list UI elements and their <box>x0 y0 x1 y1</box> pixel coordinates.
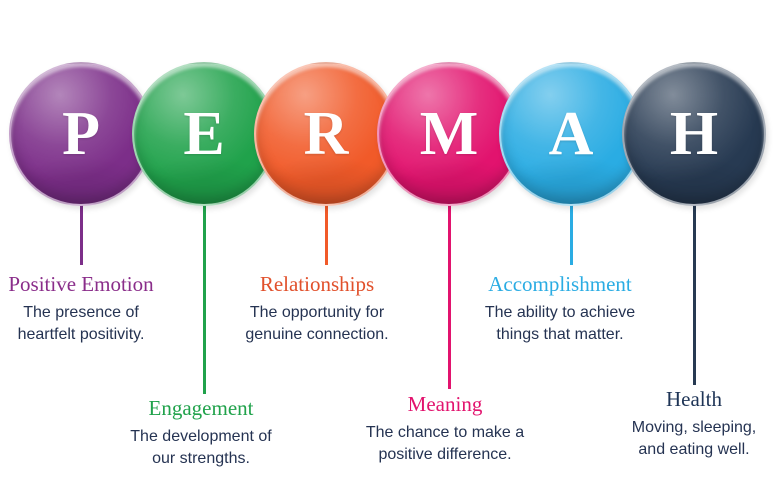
label-block-engagement: Engagement The development of our streng… <box>96 396 306 470</box>
circle-letter: E <box>183 100 225 168</box>
description-line-1: The chance to make a <box>365 424 525 442</box>
description-line-1: The development of <box>130 428 272 446</box>
letter-circle-p: P <box>9 62 153 206</box>
item-heading: Health <box>666 387 722 411</box>
connector-line <box>569 198 573 265</box>
description-line-1: The ability to achieve <box>484 304 636 322</box>
circle-letter: P <box>62 100 100 168</box>
connector-line <box>324 198 328 265</box>
item-heading: Meaning <box>407 392 483 416</box>
letter-circle-r: R <box>254 62 398 206</box>
connector-line <box>447 198 451 389</box>
item-heading: Engagement <box>148 396 254 420</box>
description-line-2: and eating well. <box>638 441 750 459</box>
description-line-2: our strengths. <box>152 450 250 468</box>
description-line-1: Moving, sleeping, <box>631 419 757 437</box>
description-line-2: positive difference. <box>378 446 512 464</box>
item-description: The presence of heartfelt positivity. <box>0 302 181 346</box>
description-line-2: things that matter. <box>496 326 624 344</box>
label-block-health: Health Moving, sleeping, and eating well… <box>584 387 782 461</box>
circle-letter: A <box>548 100 594 168</box>
item-description: The ability to achieve things that matte… <box>445 302 675 346</box>
circle-letter: R <box>303 100 349 168</box>
label-block-positive-emotion: Positive Emotion The presence of heartfe… <box>0 272 181 346</box>
connector-line <box>692 198 696 385</box>
connector-line <box>202 198 206 394</box>
letter-circle-h: H <box>622 62 766 206</box>
description-line-2: genuine connection. <box>245 326 389 344</box>
item-description: Moving, sleeping, and eating well. <box>584 417 782 461</box>
circle-letter: H <box>669 100 719 168</box>
label-block-relationships: Relationships The opportunity for genuin… <box>207 272 427 346</box>
description-line-2: heartfelt positivity. <box>17 326 145 344</box>
label-block-meaning: Meaning The chance to make a positive di… <box>330 392 560 466</box>
item-description: The opportunity for genuine connection. <box>207 302 427 346</box>
item-heading: Relationships <box>259 272 375 296</box>
letter-circle-e: E <box>132 62 276 206</box>
item-description: The development of our strengths. <box>96 426 306 470</box>
item-description: The chance to make a positive difference… <box>330 422 560 466</box>
description-line-1: The presence of <box>23 304 139 322</box>
description-line-1: The opportunity for <box>249 304 385 322</box>
label-block-accomplishment: Accomplishment The ability to achieve th… <box>445 272 675 346</box>
circle-letter: M <box>419 100 479 168</box>
letter-circle-a: A <box>499 62 643 206</box>
item-heading: Positive Emotion <box>8 272 154 296</box>
letter-circle-m: M <box>377 62 521 206</box>
connector-line <box>79 198 83 265</box>
item-heading: Accomplishment <box>488 272 632 296</box>
